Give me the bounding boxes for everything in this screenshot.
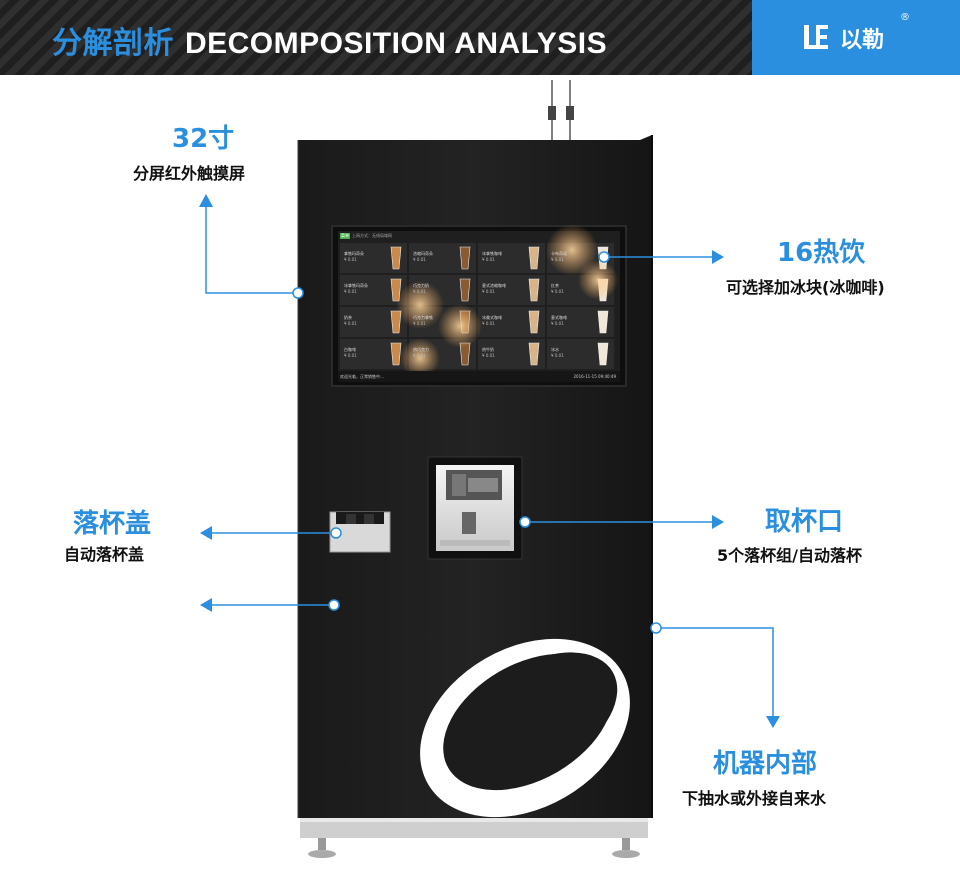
menu-tile-price: ¥ 0.01 — [482, 257, 495, 262]
brand-name: 以勒 — [840, 28, 885, 53]
drink-cup-icon — [459, 278, 471, 302]
menu-tile-grid — [340, 243, 614, 369]
callout-screen-sub: 分屏红外触摸屏 — [133, 164, 246, 183]
callout-hot-drinks-sub: 可选择加冰块(冰咖啡) — [726, 278, 885, 297]
menu-tile-name: 热牛奶 — [482, 347, 494, 352]
menu-tile-name: 拿铁玛奇朵 — [344, 251, 364, 256]
menu-tile-name: 热巧克力 — [413, 347, 429, 352]
screen-ui: 菜单 上网方式：无线局域网 欢迎光临，正常销售中… 2016-11-15 09:… — [338, 231, 620, 382]
page-title: 分解剖析 DECOMPOSITION ANALYSIS — [52, 18, 607, 62]
menu-tile-price: ¥ 0.01 — [344, 321, 357, 326]
menu-tile-name: 白咖啡 — [344, 347, 356, 352]
menu-tile-name: 奶茶 — [344, 315, 352, 320]
callout-cup-drop-sub: 自动落杯盖 — [64, 545, 145, 564]
drink-cup-icon — [597, 342, 609, 366]
brand-logo-icon — [804, 25, 828, 49]
drink-cup-icon — [390, 246, 402, 270]
menu-tile-price: ¥ 0.01 — [551, 353, 564, 358]
screen-datetime: 2016-11-15 09:40:49 — [573, 374, 616, 379]
menu-tile-price: ¥ 0.01 — [482, 353, 495, 358]
menu-tile-price: ¥ 0.01 — [413, 257, 426, 262]
page-title-cn: 分解剖析 — [52, 26, 174, 61]
brand-logo: 以勒 ® — [752, 0, 960, 75]
page-title-en: DECOMPOSITION ANALYSIS — [184, 27, 608, 60]
callout-lines — [205, 205, 774, 716]
registered-mark: ® — [900, 12, 910, 23]
callout-cup-drop-title: 落杯盖 — [73, 509, 152, 539]
menu-tile-price: ¥ 0.01 — [413, 353, 426, 358]
callout-dots — [292, 251, 662, 634]
menu-tile-price: ¥ 0.01 — [344, 353, 357, 358]
machine-feet — [308, 838, 640, 858]
callout-screen-title: 32寸 — [172, 124, 235, 154]
menu-tile-name: 意式咖啡 — [551, 315, 567, 320]
brand-swoosh — [420, 638, 630, 818]
screen-top-bar: 上网方式：无线局域网 — [352, 233, 392, 238]
drink-cup-icon — [459, 246, 471, 270]
menu-tile-price: ¥ 0.01 — [344, 289, 357, 294]
callout-cup-outlet-sub: 5个落杯组/自动落杯 — [717, 546, 862, 565]
machine-base — [300, 818, 648, 838]
drink-cup-icon — [528, 310, 540, 334]
menu-tile-name: 意式浓缩咖啡 — [482, 283, 506, 288]
drink-cup-icon — [390, 342, 402, 366]
menu-tile-name: 卡布奇诺 — [551, 251, 567, 256]
callout-internal-sub: 下抽水或外接自来水 — [682, 789, 827, 808]
callout-hot-drinks-title: 16热饮 — [777, 238, 866, 268]
drink-cup-icon — [528, 278, 540, 302]
menu-tile-name: 红茶 — [551, 283, 559, 288]
menu-tile-name: 冰美式咖啡 — [482, 315, 502, 320]
callout-cup-outlet-title: 取杯口 — [765, 507, 844, 537]
screen-status: 欢迎光临，正常销售中… — [340, 374, 384, 379]
menu-tile-price: ¥ 0.01 — [551, 321, 564, 326]
menu-tile-price: ¥ 0.01 — [482, 321, 495, 326]
drink-cup-icon — [528, 246, 540, 270]
menu-tile-name: 冰水 — [551, 347, 559, 352]
menu-tile-price: ¥ 0.01 — [551, 289, 564, 294]
antenna — [548, 80, 574, 140]
drink-cup-icon — [597, 310, 609, 334]
header-banner: 分解剖析 DECOMPOSITION ANALYSIS 以勒 ® — [0, 0, 960, 75]
menu-tile-price: ¥ 0.01 — [482, 289, 495, 294]
menu-tile-name: 冰拿铁咖啡 — [482, 251, 502, 256]
callout-arrows — [199, 194, 780, 728]
menu-tile-price: ¥ 0.01 — [413, 289, 426, 294]
menu-tile-price: ¥ 0.01 — [413, 321, 426, 326]
menu-tile-price: ¥ 0.01 — [551, 257, 564, 262]
drink-cup-icon — [528, 342, 540, 366]
menu-tile-name: 巧克力拿铁 — [413, 315, 433, 320]
menu-tile-name: 巧克力奶 — [413, 283, 429, 288]
menu-tile-name: 冰拿铁玛奇朵 — [344, 283, 368, 288]
screen-menu-tag: 菜单 — [340, 233, 350, 239]
menu-tile-name: 浓缩玛奇朵 — [413, 251, 433, 256]
menu-tile-price: ¥ 0.01 — [344, 257, 357, 262]
callout-internal-title: 机器内部 — [713, 749, 818, 779]
